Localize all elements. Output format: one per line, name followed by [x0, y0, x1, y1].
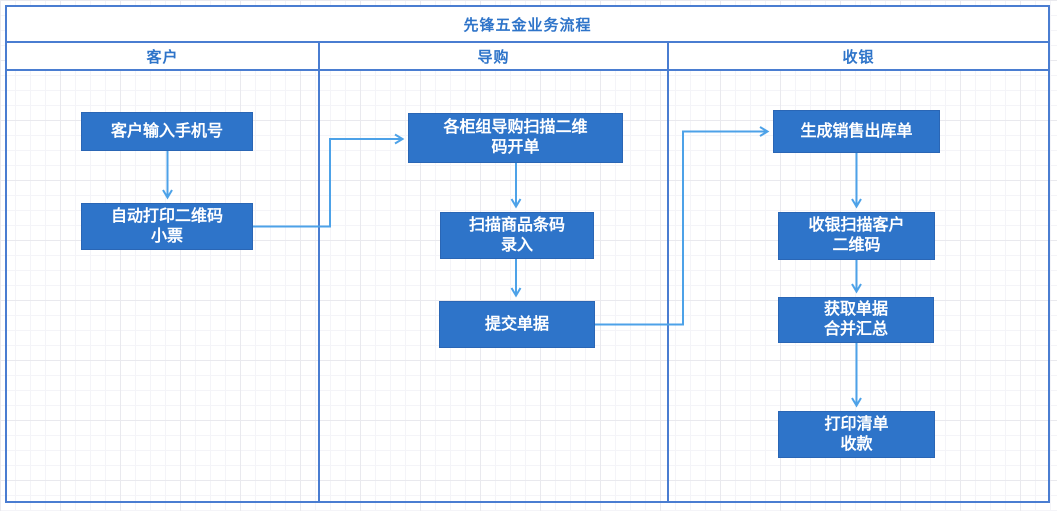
diagram-title-bar: 先锋五金业务流程 — [7, 7, 1048, 43]
node-auto-print-qr-receipt[interactable]: 自动打印二维码 小票 — [81, 203, 253, 250]
node-scan-product-barcode-entry[interactable]: 扫描商品条码 录入 — [440, 212, 594, 259]
node-print-list-collect-payment[interactable]: 打印清单 收款 — [778, 411, 935, 458]
node-customer-enter-phone[interactable]: 客户输入手机号 — [81, 112, 253, 151]
node-get-docs-merge-summarize[interactable]: 获取单据 合并汇总 — [778, 297, 934, 343]
lane-header-cashier: 收银 — [842, 48, 875, 66]
lane-header-guide: 导购 — [320, 43, 669, 69]
swimlane-frame: 先锋五金业务流程 客户 导购 收银 — [5, 5, 1050, 503]
node-counter-guide-scan-qr-order[interactable]: 各柜组导购扫描二维 码开单 — [408, 113, 623, 163]
lane-customer — [7, 71, 320, 501]
node-generate-sales-outbound[interactable]: 生成销售出库单 — [773, 110, 940, 153]
lane-header-customer: 客户 — [7, 43, 320, 69]
node-submit-document[interactable]: 提交单据 — [439, 301, 595, 348]
diagram-title: 先锋五金业务流程 — [463, 16, 592, 34]
node-cashier-scan-customer-qr[interactable]: 收银扫描客户 二维码 — [778, 212, 935, 260]
lane-header-row: 客户 导购 收银 — [7, 43, 1048, 71]
